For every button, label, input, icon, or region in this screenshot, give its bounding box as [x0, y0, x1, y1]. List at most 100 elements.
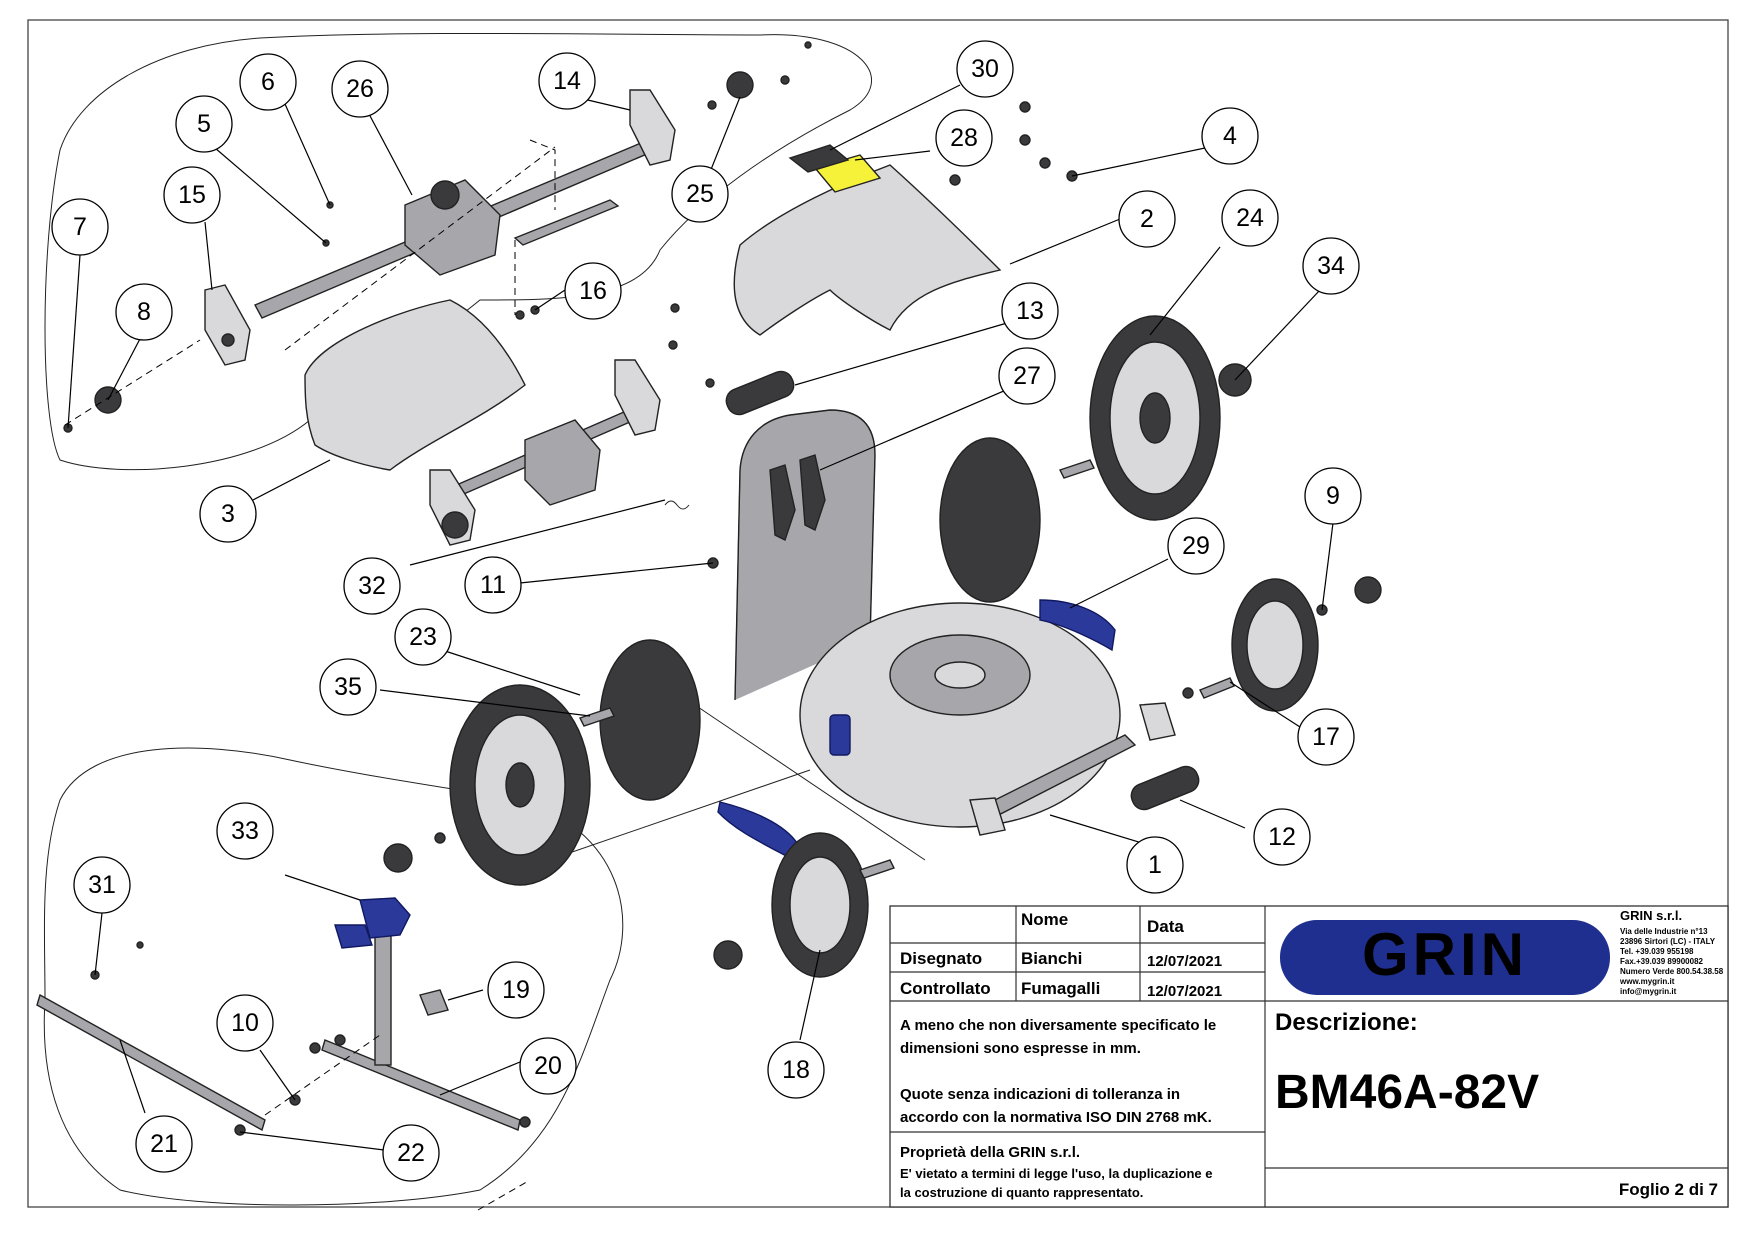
spacer-19a	[309, 1042, 321, 1054]
grin-logo-badge	[1280, 920, 1610, 995]
note-3-line-2: E' vietato a termini di legge l'uso, la …	[900, 1166, 1212, 1181]
assembly-line-c	[529, 139, 556, 210]
name-controllato: Fumagalli	[1021, 979, 1100, 998]
date-controllato: 12/07/2021	[1147, 983, 1222, 1000]
hubcap-23	[383, 843, 413, 873]
gearbox-main-gear	[441, 511, 469, 539]
svg-text:30: 30	[971, 55, 999, 83]
callout-9: 9	[1304, 467, 1362, 525]
svg-text:26: 26	[346, 75, 374, 103]
bracket-15-bearing	[221, 333, 235, 347]
clip-33-top	[359, 897, 411, 939]
gearbox-main-bracket-right	[614, 359, 661, 436]
company-address-2: 23896 Sirtori (LC) - ITALY	[1620, 937, 1716, 946]
clip-33-main	[829, 714, 851, 756]
screw-16a	[515, 310, 525, 320]
descrizione-label: Descrizione:	[1275, 1009, 1418, 1036]
date-disegnato: 12/07/2021	[1147, 953, 1222, 970]
callout-10: 10	[216, 994, 274, 1052]
company-numero-verde: Numero Verde 800.54.38.58	[1620, 967, 1724, 976]
rear-cover-2	[733, 164, 1002, 336]
callout-29: 29	[1167, 517, 1225, 575]
pin-31	[136, 941, 144, 949]
callout-21: 21	[135, 1115, 193, 1173]
front-axle-rod	[694, 704, 926, 861]
svg-text:16: 16	[579, 277, 607, 305]
callout-28: 28	[935, 109, 993, 167]
callout-33: 33	[216, 802, 274, 860]
note-2-line-1: Quote senza indicazioni di tolleranza in	[900, 1086, 1180, 1103]
svg-text:12: 12	[1268, 823, 1296, 851]
svg-text:21: 21	[150, 1130, 178, 1158]
clip-22b	[519, 1116, 531, 1128]
wheel-23	[449, 684, 591, 886]
note-3-line-1: Proprietà della GRIN s.r.l.	[900, 1144, 1080, 1161]
callout-4: 4	[1201, 107, 1259, 165]
wheel-18	[771, 832, 869, 978]
plate-30	[788, 144, 850, 173]
axle-bolt-18	[859, 859, 895, 879]
hubcap-18	[713, 940, 743, 970]
hubcap-disc-24	[939, 437, 1041, 603]
callout-17: 17	[1297, 708, 1355, 766]
svg-text:6: 6	[261, 68, 275, 96]
bolt-4a	[1019, 101, 1031, 113]
nut-25c	[804, 41, 812, 49]
company-web: www.mygrin.it	[1619, 977, 1675, 986]
gearbox-detail	[63, 41, 812, 433]
svg-text:19: 19	[502, 976, 530, 1004]
bolt-4b	[1019, 134, 1031, 146]
nut-23	[434, 832, 446, 844]
grip-29	[1039, 599, 1116, 652]
svg-text:20: 20	[534, 1052, 562, 1080]
svg-text:35: 35	[334, 673, 362, 701]
svg-text:8: 8	[137, 298, 151, 326]
gearbox-gear-top	[430, 180, 460, 210]
company-tel: Tel. +39.039 955198	[1620, 947, 1694, 956]
callout-25: 25	[671, 165, 729, 223]
axle-bracket-left	[969, 797, 1006, 836]
bolt-2c	[705, 378, 715, 388]
callout-14: 14	[538, 52, 596, 110]
svg-text:14: 14	[553, 67, 581, 95]
detail-outline-lever	[43, 747, 624, 1206]
lever-27a	[769, 464, 796, 541]
axle-bolt-17	[1199, 677, 1235, 699]
leader-lines	[67, 84, 1334, 1151]
plate-19	[419, 989, 449, 1016]
title-block: Nome Data Disegnato Bianchi 12/07/2021 C…	[889, 905, 1729, 1208]
callout-35: 35	[319, 658, 377, 716]
svg-text:13: 13	[1016, 297, 1044, 325]
hubcap-9	[1354, 576, 1382, 604]
callout-23: 23	[394, 608, 452, 666]
drawing-frame	[27, 19, 1729, 1208]
callout-31: 31	[73, 856, 131, 914]
callout-1: 1	[1126, 836, 1184, 894]
callout-26: 26	[331, 60, 389, 118]
svg-text:29: 29	[1182, 532, 1210, 560]
lever-detail	[36, 897, 531, 1211]
svg-text:15: 15	[178, 181, 206, 209]
bar-21	[36, 993, 266, 1132]
svg-text:5: 5	[197, 110, 211, 138]
callout-20: 20	[519, 1037, 577, 1095]
svg-text:3: 3	[221, 500, 235, 528]
callout-5: 5	[175, 95, 233, 153]
company-name: GRIN s.r.l.	[1620, 908, 1682, 923]
callout-30: 30	[956, 40, 1014, 98]
callout-8: 8	[115, 283, 173, 341]
assembly-line-bottom	[477, 1179, 531, 1211]
clip-33-side	[334, 924, 373, 949]
svg-text:2: 2	[1140, 205, 1154, 233]
company-email: info@mygrin.it	[1620, 987, 1677, 996]
svg-text:28: 28	[950, 124, 978, 152]
callout-16: 16	[564, 262, 622, 320]
role-controllato: Controllato	[900, 979, 991, 998]
callout-27: 27	[998, 347, 1056, 405]
post-33	[374, 924, 392, 1066]
part-code: BM46A-82V	[1275, 1066, 1539, 1119]
callout-34: 34	[1302, 237, 1360, 295]
chute-cover-3	[304, 299, 526, 471]
axle-bracket-right	[1139, 702, 1176, 741]
wheel-9	[1231, 578, 1319, 712]
